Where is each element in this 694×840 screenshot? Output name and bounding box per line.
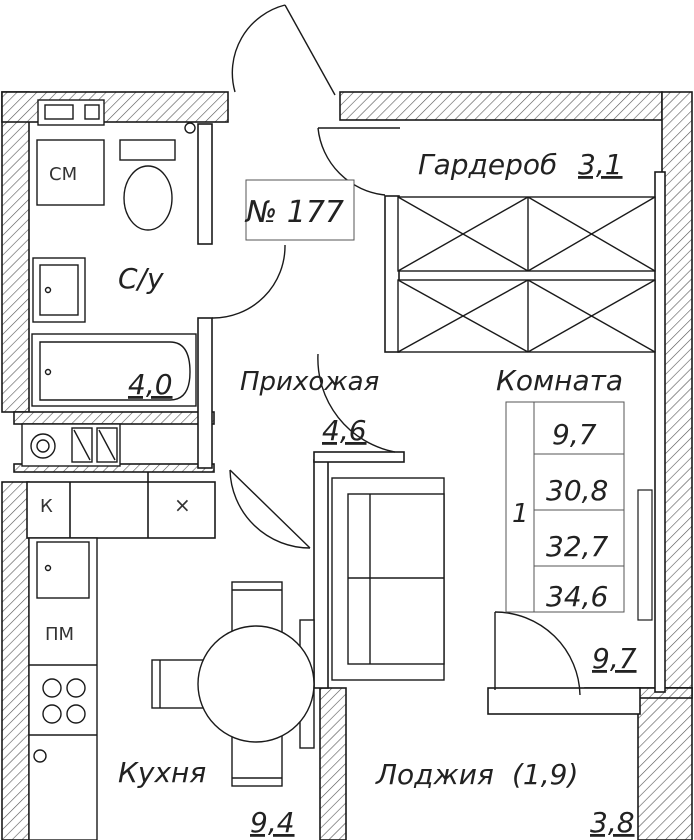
bathroom-name: С/у [118,262,164,295]
loggia-name: Лоджия [375,758,494,791]
hallway-name: Прихожая [240,367,379,397]
partition-wardrobe [384,195,400,353]
wardrobe-area: 3,1 [578,148,623,181]
washer-label: СМ [49,164,77,185]
wall-top-right [339,91,663,121]
area-table [505,401,625,613]
partition-bath-hall-lower [197,317,213,469]
wall-loggia-left [319,687,347,840]
loggia-door-arc [494,611,581,696]
hallway-area: 4,6 [322,414,367,447]
wall-loggia-right [637,687,693,840]
wall-left-lower [1,481,30,840]
kitchen-door-arc [229,469,311,549]
table-value-3: 32,7 [546,530,609,563]
burner-1 [42,678,62,698]
dishwasher-label: ПМ [45,624,74,645]
kitchen-sink [36,541,90,599]
walls [1,91,693,840]
room-door-arc [317,353,396,453]
bath-door-arc [211,244,286,319]
table-value-1: 9,7 [552,418,597,451]
utility-meters [21,423,121,467]
loggia-area-parens: (1,9) [512,758,578,791]
toilet-tank [119,139,176,161]
partition-hall-cap [313,451,405,463]
washing-machine [36,139,105,206]
wardrobe-door-arc [317,127,386,196]
kitchen-door-leaf [229,469,311,549]
apartment-number: № 177 [244,195,344,230]
stove-mark: × [174,493,191,517]
fridge-label: К [40,496,53,517]
table-row-label: 1 [512,499,529,529]
wall-left-upper [1,91,30,413]
table-value-4: 34,6 [546,580,608,613]
room-area: 9,7 [592,642,637,675]
partition-bath-hall-upper [197,123,213,245]
dining-table [197,625,315,743]
kitchen-fixtures [28,537,315,840]
kitchen-area: 9,4 [250,806,295,839]
doors [211,4,581,696]
wardrobe-units [397,196,656,353]
room-right-jamb [654,171,666,693]
loggia-sill [487,687,641,715]
toilet-bowl [123,165,173,231]
burner-2 [66,678,86,698]
kitchen-name: Кухня [118,756,206,789]
sink [32,257,86,323]
bathtub [31,333,197,407]
entry-door-arc [231,4,286,93]
table-value-2: 30,8 [546,474,608,507]
apartment-number-frame [245,179,355,241]
burner-4 [66,704,86,724]
burner-3 [42,704,62,724]
sofa [331,477,445,681]
loggia-area: 3,8 [590,806,635,839]
room-name: Комната [496,364,623,397]
entry-door-leaf [284,4,336,96]
partitions [26,123,666,715]
wardrobe-name: Гардероб [418,148,557,181]
radiator [637,489,653,621]
drain-dot [184,122,196,134]
wall-bath-kitchen [13,411,215,425]
bathroom-fixtures [31,99,197,407]
bathroom-area: 4,0 [128,368,173,401]
partition-hall-room [313,459,329,689]
ventilation-shaft [37,99,105,126]
partition-kitchen-strip [26,481,216,539]
wall-top-left [1,91,229,123]
wall-right [661,91,693,689]
